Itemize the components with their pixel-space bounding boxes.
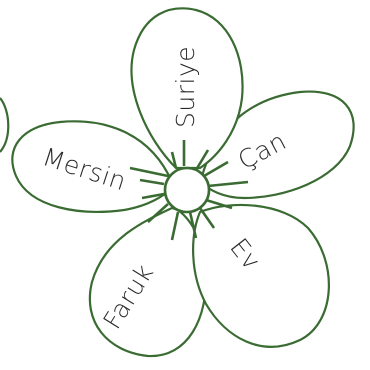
flower-center [165,168,209,212]
word-top: Suriye [171,46,200,128]
neighbor-petal-edge [0,98,8,152]
